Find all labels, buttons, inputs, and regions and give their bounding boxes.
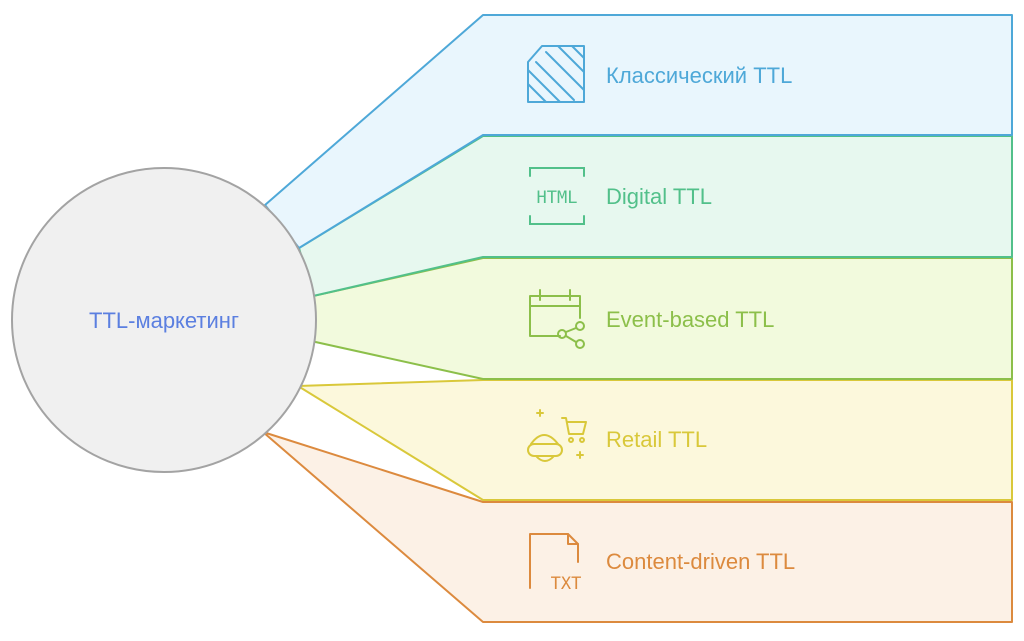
branch-band-3	[297, 379, 1013, 501]
vr-shopping-cart-icon	[527, 409, 587, 462]
branch-label-retail: Retail TTL	[606, 427, 707, 452]
branch-label-event-based: Event-based TTL	[606, 307, 774, 332]
branch-label-classic: Классический TTL	[606, 63, 792, 88]
band-shape-retail	[297, 379, 1013, 501]
hatched-document-icon	[527, 45, 585, 103]
center-circle	[11, 167, 317, 473]
band-shape-content-driven	[262, 431, 1013, 623]
html-icon-text: HTML	[537, 188, 578, 208]
center-label: TTL-маркетинг	[89, 308, 239, 333]
txt-icon-text: TXT	[551, 574, 582, 594]
branch-label-digital: Digital TTL	[606, 184, 712, 209]
calendar-share-icon	[529, 289, 585, 349]
branch-band-4	[262, 431, 1013, 623]
txt-file-icon	[529, 533, 579, 589]
branch-label-content-driven: Content-driven TTL	[606, 549, 795, 574]
html-icon	[529, 167, 585, 225]
